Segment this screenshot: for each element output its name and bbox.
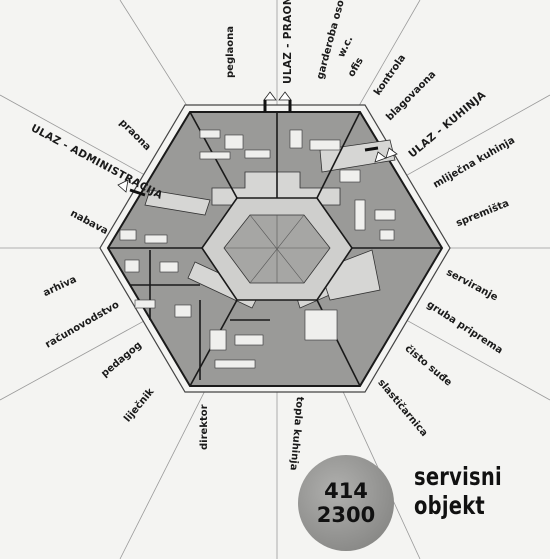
label-peglaona: peglaona <box>225 25 236 78</box>
label-direktor: direktor <box>199 404 210 450</box>
entrance-bars <box>129 100 379 197</box>
furniture <box>119 129 396 369</box>
badge-line-2: 2300 <box>316 503 376 527</box>
badge-line-1: 414 <box>324 479 368 503</box>
entrance-arrows <box>117 91 398 193</box>
sheet-title: servisni objekt <box>414 462 502 520</box>
area-badge: 414 2300 <box>298 455 394 551</box>
label-ulaz-praona: ULAZ - PRAONA <box>282 0 294 84</box>
